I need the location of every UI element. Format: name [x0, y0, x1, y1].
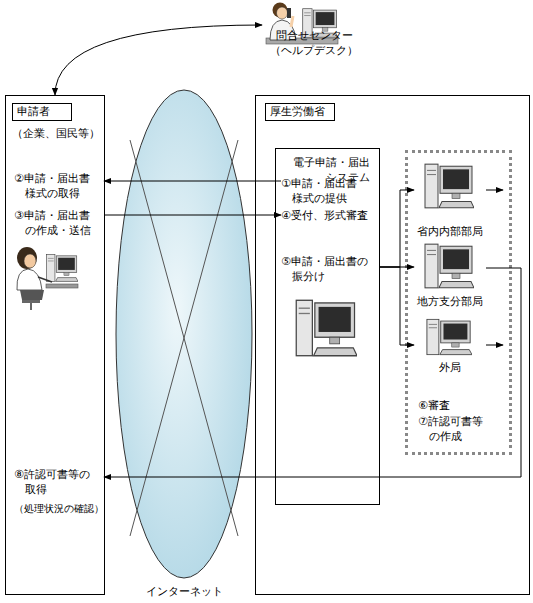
stool-leg: [30, 303, 32, 310]
connector-arrow: [104, 268, 521, 477]
person-legs: [20, 290, 44, 300]
department-group: ⑥審査⑦許認可書等 の作成 省内内部部局地方支分部局外局: [405, 150, 512, 455]
person-arm: [291, 16, 293, 27]
network-ellipse: インターネット: [114, 88, 254, 600]
node-text: 外局: [414, 360, 486, 375]
cross-line: [130, 140, 238, 536]
node-text: 問合せセンター （ヘルプデスク）: [262, 28, 366, 58]
node-text: ⑧許認可書等の 取得: [14, 467, 104, 497]
connector-arrow: [104, 215, 281, 216]
helpdesk-node: 問合せセンター （ヘルプデスク）: [262, 0, 366, 57]
output-arrow: [486, 190, 503, 191]
connector-arrow: [379, 267, 414, 345]
step-text: ⑤申請・届出書の 振分け: [281, 254, 379, 286]
server-icon: [296, 300, 357, 355]
phone: [287, 8, 291, 18]
node-text: ⑦許認可書等 の作成: [418, 414, 508, 444]
node-text: ④受付、形式審査: [281, 208, 377, 223]
system-box: 電子申請・届出 システム①申請・届出書 様式の提供④受付、形式審査⑤申請・届出書…: [275, 148, 380, 505]
step-text: ⑧許認可書等の 取得 （処理状況の確認）: [14, 467, 104, 519]
node-text: （処理状況の確認）: [14, 501, 105, 516]
node-text: ③申請・届出書 の作成・送信: [14, 208, 104, 238]
connector-arrow: [379, 267, 414, 268]
connector-arrow: [55, 25, 262, 95]
step-text: ③申請・届出書 の作成・送信: [14, 208, 104, 240]
node-text: （企業、国民等）: [12, 126, 104, 141]
ellipse-outline: [116, 90, 252, 578]
node-text: ②申請・届出書 様式の取得: [14, 171, 104, 201]
department-node: 地方支分部局: [414, 240, 486, 308]
step-text: ①申請・届出書 様式の提供: [281, 176, 377, 208]
person-hair: [17, 247, 37, 269]
connector-arrow: [379, 190, 414, 267]
desk: [46, 284, 78, 288]
stool: [22, 300, 40, 303]
node-text: ⑤申請・届出書の 振分け: [281, 254, 379, 284]
step-text: ④受付、形式審査: [281, 208, 377, 224]
step-text: ②申請・届出書 様式の取得: [14, 171, 104, 203]
pc-icon: [47, 255, 78, 282]
actor-box: 申請者 （企業、国民等） ②申請・届出書 様式の取得 ③申請・届出書 の作成・送信 ⑧許…: [5, 95, 105, 595]
cross-line: [130, 140, 238, 536]
node-text: ①申請・届出書 様式の提供: [281, 176, 377, 206]
box-heading: 厚生労働省: [265, 103, 335, 121]
pc-icon: [425, 244, 474, 288]
node-text: 地方支分部局: [414, 294, 486, 309]
applicant-illustration: [17, 247, 78, 310]
node-text: インターネット: [114, 584, 254, 599]
person-arm: [38, 277, 52, 282]
organization-box: 厚生労働省電子申請・届出 システム①申請・届出書 様式の提供④受付、形式審査⑤申…: [255, 95, 530, 595]
person-face: [277, 7, 288, 19]
node-text: 省内内部部局: [414, 224, 486, 239]
pc-icon: [425, 164, 474, 208]
connector-arrow: [104, 181, 281, 182]
department-node: 外局: [414, 316, 486, 374]
ellipse-shape: [114, 88, 254, 582]
pc-icon: [427, 319, 472, 354]
department-node: 省内内部部局: [414, 160, 486, 236]
person-body: [17, 269, 42, 290]
node-text: ⑥審査: [418, 398, 508, 413]
person-face: [24, 254, 36, 268]
output-arrow: [486, 345, 503, 346]
box-heading: 申請者: [12, 103, 72, 121]
